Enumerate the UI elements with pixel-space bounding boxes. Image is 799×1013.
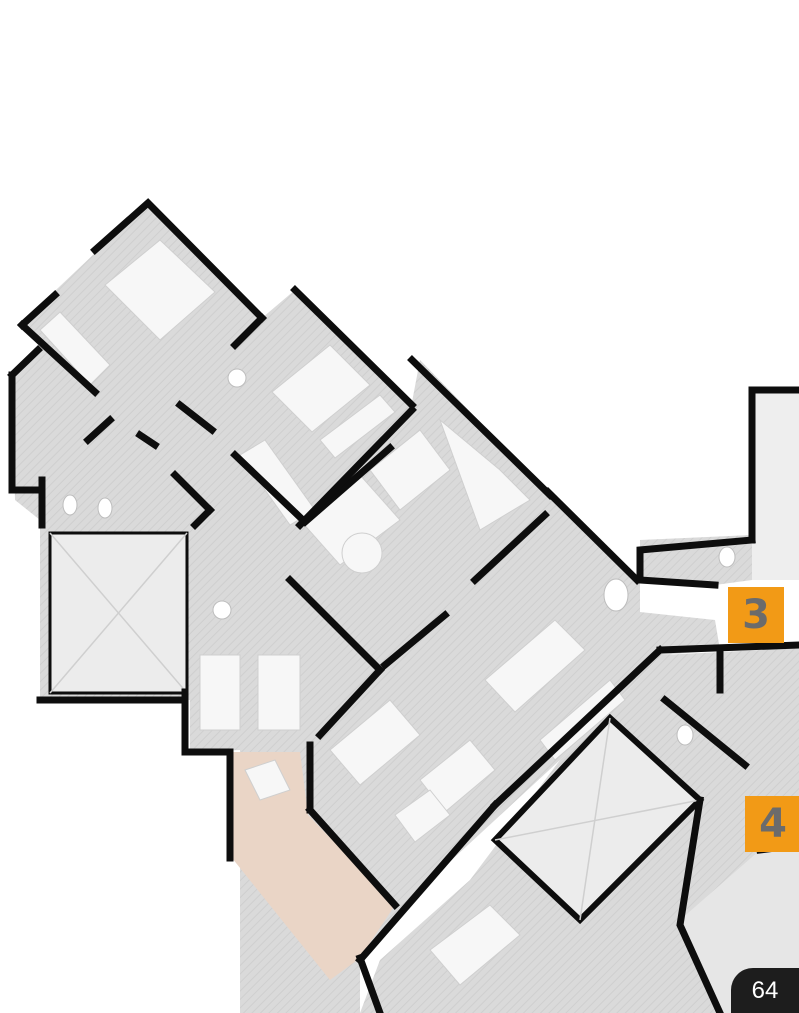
terrace — [232, 752, 395, 980]
unit-4-badge: 4 — [745, 796, 799, 852]
bedroom-2-bed — [271, 344, 371, 433]
utility-counter — [438, 418, 531, 531]
dining-table-2 — [429, 904, 521, 986]
unit-left-floor — [12, 203, 720, 1013]
fixtures — [62, 368, 736, 746]
unit-4-label: 4 — [759, 801, 787, 847]
terrace-table — [244, 759, 291, 801]
wardrobe — [39, 311, 111, 386]
bedroom-2-desk — [319, 394, 396, 459]
toilet-3 — [676, 724, 694, 746]
toilet-1 — [62, 494, 78, 516]
toilet-2 — [97, 497, 113, 519]
bath-tub-2 — [257, 654, 301, 731]
master-bed — [104, 239, 216, 341]
page-number: 64 — [751, 976, 779, 1004]
shaft-diagonal-2 — [49, 532, 188, 694]
bath-tub — [199, 654, 241, 731]
page-number-badge: 64 — [731, 968, 799, 1013]
stair-diagonal-1 — [494, 799, 701, 841]
unit-3-badge: 3 — [728, 587, 784, 643]
unit-3-label: 3 — [742, 592, 770, 638]
dining-table — [484, 619, 586, 713]
toilet-4 — [718, 546, 736, 568]
sink-2 — [603, 578, 629, 612]
round-table — [341, 532, 383, 574]
stair-diagonal-2 — [579, 717, 611, 921]
sink-3 — [227, 368, 247, 388]
sofa-1 — [329, 699, 421, 786]
island-2 — [369, 429, 451, 511]
sink-1 — [212, 600, 232, 620]
armchair — [394, 789, 451, 843]
